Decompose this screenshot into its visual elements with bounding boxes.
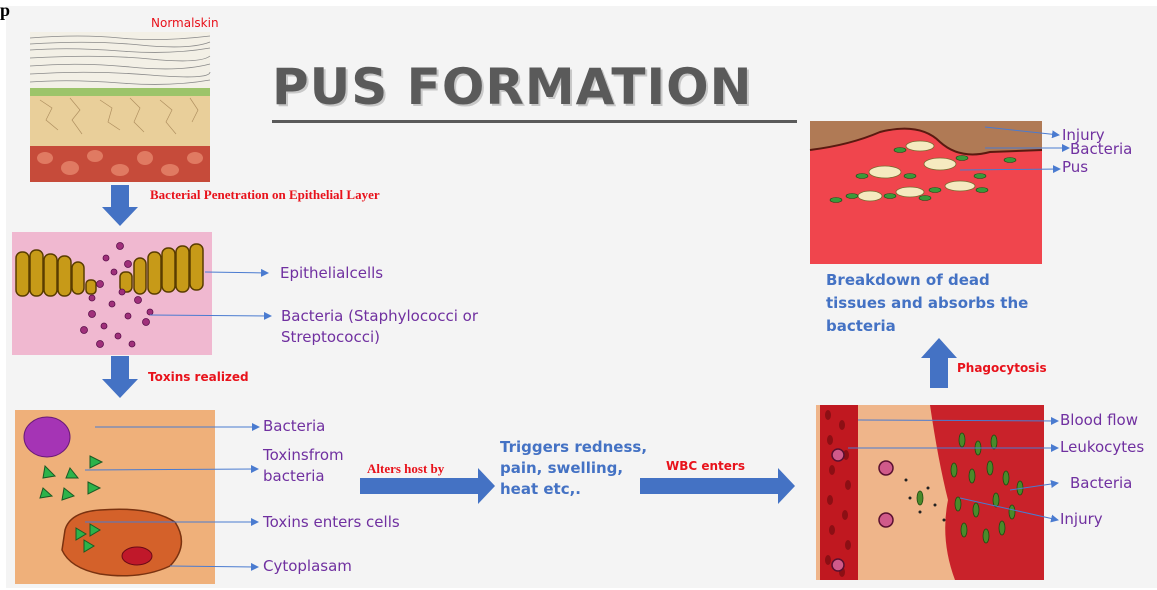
epithelial-panel <box>12 232 212 355</box>
pus-label: Pus <box>1062 158 1088 178</box>
normal-skin-image <box>30 32 210 182</box>
breakdown-label-2: tissues and absorbs the <box>826 293 1028 313</box>
blood-flow-label: Blood flow <box>1060 411 1138 431</box>
triggers-label-1: Triggers redness, <box>500 437 647 457</box>
bacteria-right-label: Bacteria <box>1070 474 1132 494</box>
blood-vessel-panel <box>816 405 1044 580</box>
cell-panel <box>15 410 215 584</box>
bacteria-top-label: Bacteria <box>1070 140 1132 160</box>
bacteria-label: Bacteria <box>263 417 325 437</box>
alters-host-label: Alters host by <box>367 461 444 477</box>
breakdown-label-3: bacteria <box>826 316 896 336</box>
leukocytes-label: Leukocytes <box>1060 438 1144 458</box>
bacteria-strep-label-1: Bacteria (Staphylococci or <box>281 307 478 327</box>
penetration-label: Bacterial Penetration on Epithelial Laye… <box>150 187 380 203</box>
epithelial-cells-label: Epithelialcells <box>280 264 383 284</box>
normal-skin-label: Normalskin <box>151 16 219 30</box>
cytoplasam-label: Cytoplasam <box>263 557 352 577</box>
wbc-enters-label: WBC enters <box>666 459 745 473</box>
triggers-label-2: pain, swelling, <box>500 458 623 478</box>
phagocytosis-label: Phagocytosis <box>957 361 1047 375</box>
bacteria-strep-label-2: Streptococci) <box>281 328 380 348</box>
toxins-from-label-1: Toxinsfrom <box>263 446 344 466</box>
toxins-from-label-2: bacteria <box>263 467 325 487</box>
breakdown-label-1: Breakdown of dead <box>826 270 990 290</box>
toxins-enters-cells-label: Toxins enters cells <box>263 513 400 533</box>
toxins-realized-label: Toxins realized <box>148 370 249 384</box>
injury-right-label: Injury <box>1060 510 1103 530</box>
pus-panel <box>810 121 1042 264</box>
triggers-label-3: heat etc,. <box>500 479 581 499</box>
